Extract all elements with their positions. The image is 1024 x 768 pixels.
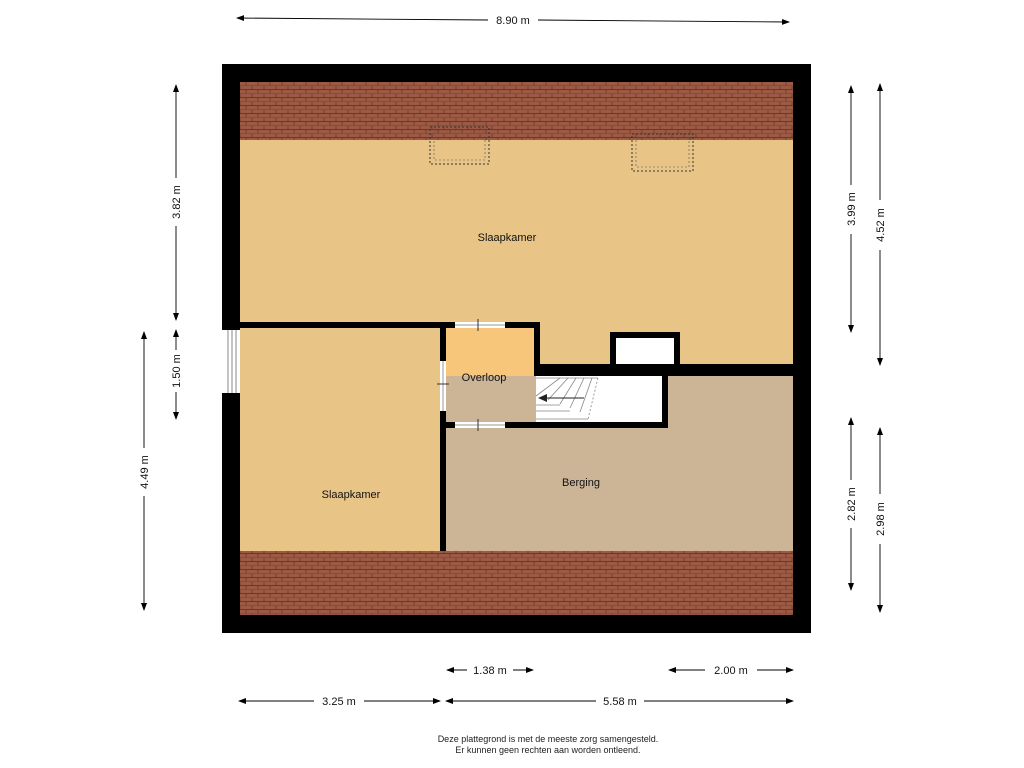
footer-disclaimer-line1: Deze plattegrond is met de meeste zorg s… (438, 734, 659, 744)
skylight-left (429, 126, 490, 165)
room-label-slaapkamer-top: Slaapkamer (478, 232, 537, 244)
dim-label-left-top: 3.82 m (171, 185, 183, 219)
dim-label-total-width: 8.90 m (496, 15, 530, 27)
dim-label-right-outer-top: 4.52 m (875, 208, 887, 242)
footer-disclaimer-line2: Er kunnen geen rechten aan worden ontlee… (455, 745, 640, 755)
dim-label-right-inner-bottom: 2.82 m (846, 487, 858, 521)
chimney-void (616, 338, 674, 364)
stair-area (536, 376, 662, 422)
dim-label-right-inner-top: 3.99 m (846, 192, 858, 226)
dim-label-right-outer-bottom: 2.98 m (875, 502, 887, 536)
dim-line-total-width-left (236, 15, 489, 22)
door-bottom (455, 419, 505, 431)
skylight-left-inner (433, 130, 486, 161)
door-top (455, 319, 505, 331)
dim-label-bottom-overloop: 1.38 m (473, 665, 507, 677)
stair-direction-arrow (538, 394, 584, 402)
interior-walls (240, 322, 793, 551)
room-label-berging: Berging (562, 477, 600, 489)
room-label-slaapkamer-left: Slaapkamer (322, 489, 381, 501)
room-label-overloop: Overloop (462, 372, 507, 384)
door-left (437, 361, 449, 411)
roof-slope-top (240, 82, 793, 140)
roof-slope-bottom (240, 551, 793, 615)
skylight-right-inner (635, 137, 690, 168)
dim-label-bottom-right: 5.58 m (603, 696, 637, 708)
dim-line-total-width-right (537, 18, 790, 25)
skylight-right (631, 133, 694, 172)
window-left (222, 330, 240, 393)
dim-label-bottom-right-small: 2.00 m (714, 665, 748, 677)
dim-label-left-mid: 1.50 m (171, 354, 183, 388)
dim-label-bottom-left: 3.25 m (322, 696, 356, 708)
dim-label-left-bottom: 4.49 m (139, 455, 151, 489)
staircase (535, 377, 599, 420)
